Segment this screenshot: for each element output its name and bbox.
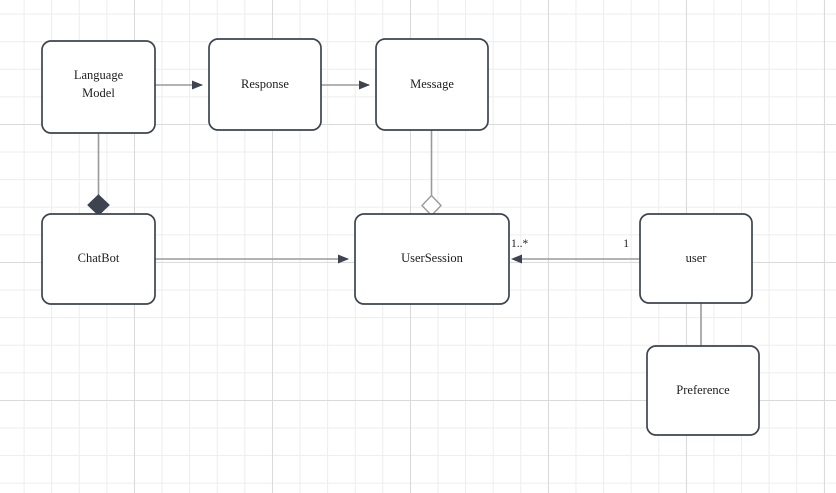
filled-arrow-icon — [338, 254, 349, 264]
edge-chatbot-to-usersession[interactable] — [155, 254, 349, 264]
node-user[interactable]: user — [639, 213, 753, 304]
node-label-response: Response — [241, 77, 289, 91]
node-label-usersession: UserSession — [401, 251, 464, 265]
node-shape — [41, 40, 156, 134]
edge-user-to-usersession[interactable]: 1..* 1 — [511, 238, 640, 264]
node-message[interactable]: Message — [375, 38, 489, 131]
node-shape — [639, 213, 753, 304]
filled-diamond-icon — [87, 194, 110, 216]
filled-arrow-icon — [192, 80, 203, 90]
node-shape — [208, 38, 322, 131]
node-shape — [646, 345, 760, 436]
edge-language-model-to-chatbot[interactable] — [87, 133, 110, 216]
node-shape — [375, 38, 489, 131]
node-label-language-model-line2: Model — [82, 86, 115, 100]
edge-language-model-to-response[interactable] — [155, 80, 203, 90]
node-label-chatbot: ChatBot — [78, 251, 120, 265]
filled-arrow-icon — [359, 80, 370, 90]
node-usersession[interactable]: UserSession — [354, 213, 510, 305]
multiplicity-label-user-side: 1 — [623, 238, 629, 250]
edge-response-to-message[interactable] — [321, 80, 370, 90]
node-language-model[interactable]: Language Model — [41, 40, 156, 134]
node-label-preference: Preference — [676, 383, 730, 397]
node-chatbot[interactable]: ChatBot — [41, 213, 156, 305]
node-shape — [354, 213, 510, 305]
node-shape — [41, 213, 156, 305]
multiplicity-label-usersession-side: 1..* — [511, 238, 529, 250]
hollow-diamond-icon — [421, 194, 442, 217]
node-label-user: user — [686, 251, 708, 265]
node-preference[interactable]: Preference — [646, 345, 760, 436]
edge-message-to-usersession[interactable] — [421, 130, 442, 217]
node-label-message: Message — [410, 77, 454, 91]
node-response[interactable]: Response — [208, 38, 322, 131]
filled-arrow-icon — [511, 254, 522, 264]
node-label-language-model-line1: Language — [74, 68, 124, 82]
